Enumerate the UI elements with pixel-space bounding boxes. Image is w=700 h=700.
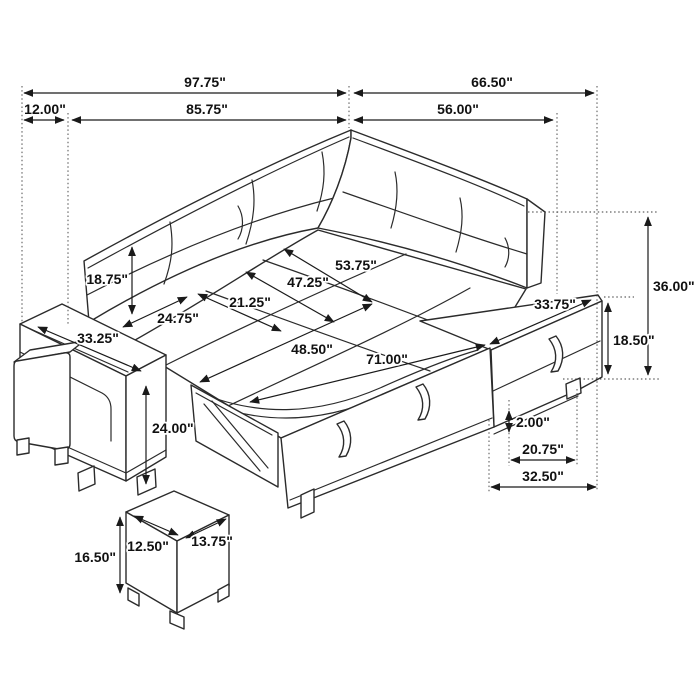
dim-chaise-base-width: 32.50" xyxy=(490,466,597,491)
backrest-right-piping xyxy=(352,137,525,207)
dim-line-armrest-length xyxy=(37,326,142,372)
tucked-ottoman-face xyxy=(13,352,71,451)
dim-label-chaise-depth: 56.00" xyxy=(437,101,479,117)
extension-lines xyxy=(21,86,660,492)
tucked-ottoman-leg-2 xyxy=(54,446,69,466)
backrest-right-face xyxy=(317,129,528,289)
backrest-right-endcap xyxy=(526,198,546,289)
dimension-annotations: 97.75" 66.50" 12.00" 85.75" 56.00" 18.75… xyxy=(22,72,696,594)
backrest-right xyxy=(317,129,546,289)
cube-ottoman-leg-2 xyxy=(169,610,185,630)
dim-line-chaise-seat-width xyxy=(489,299,592,345)
tucked-ottoman-leg-1 xyxy=(16,437,30,456)
backrest-left-wrinkle xyxy=(237,205,244,240)
dim-label-overall-width: 97.75" xyxy=(184,74,226,90)
dim-label-seat-width: 85.75" xyxy=(186,101,228,117)
dim-label-bed-width-b: 53.75" xyxy=(335,257,377,273)
backrest-left-midseam xyxy=(86,197,335,296)
dim-line-ottoman-depth xyxy=(185,518,227,539)
backrest-left-tuft-3 xyxy=(316,151,325,212)
arm-outer-contour xyxy=(19,351,112,442)
dim-line-bed-length-a xyxy=(199,303,373,383)
dim-line-ottoman-width xyxy=(133,515,179,536)
dim-label-arm-width: 12.00" xyxy=(24,101,66,117)
dim-label-seat-depth-a: 24.75" xyxy=(157,310,199,326)
dim-ottoman-width: 12.50" xyxy=(125,515,179,556)
backrest-right-tuft-1 xyxy=(390,171,398,229)
dim-line-seat-depth-a xyxy=(122,296,188,328)
dim-label-ottoman-width: 12.50" xyxy=(127,538,169,554)
dim-rail-height: 2.00" xyxy=(505,410,552,433)
dim-overall-depth: 66.50" xyxy=(353,72,595,97)
backrest-left-tuft-1 xyxy=(163,221,173,285)
dim-chaise-seat-width: 33.75" xyxy=(489,294,592,345)
dim-armrest-length: 33.25" xyxy=(37,326,142,372)
cube-ottoman xyxy=(125,490,230,630)
rail-strut-1 xyxy=(203,403,261,472)
dim-label-bed-length-a: 48.50" xyxy=(291,341,333,357)
dim-label-bed-length-b: 71.00" xyxy=(366,351,408,367)
dim-overall-height: 36.00" xyxy=(644,216,696,376)
chaise-face-seam xyxy=(492,340,601,392)
dim-label-ottoman-height: 16.50" xyxy=(74,549,116,565)
dim-chaise-depth: 56.00" xyxy=(353,99,554,124)
cube-ottoman-leg-3 xyxy=(217,583,230,603)
backrest-left-piping xyxy=(87,136,350,269)
dim-bed-length-b: 71.00" xyxy=(249,343,486,404)
bed-base-line xyxy=(289,417,493,501)
dim-bed-width-b: 53.75" xyxy=(283,248,379,303)
backrest-right-midseam xyxy=(342,191,528,255)
cube-ottoman-leg-1 xyxy=(127,587,140,607)
dim-line-bed-width-b xyxy=(283,248,373,303)
rail-frame xyxy=(190,384,279,488)
bed-foot xyxy=(300,488,315,519)
rail-inner-edge xyxy=(195,392,273,436)
dim-label-overall-height: 36.00" xyxy=(653,278,695,294)
dim-back-cushion-height: 18.75" xyxy=(85,246,136,315)
dim-arm-width: 12.00" xyxy=(22,99,68,124)
dim-label-seat-height: 18.50" xyxy=(613,332,655,348)
dim-line-bed-length-b xyxy=(249,343,486,404)
rail-strut-2 xyxy=(211,400,269,469)
pullout-rail xyxy=(190,384,279,488)
dim-label-rail-height: 2.00" xyxy=(516,414,550,430)
dim-ottoman-height: 16.50" xyxy=(73,516,124,594)
dim-seat-width: 85.75" xyxy=(71,99,347,124)
backrest-right-wrinkle xyxy=(504,237,510,268)
dim-label-overall-depth: 66.50" xyxy=(471,74,513,90)
dim-label-chaise-base-width: 32.50" xyxy=(522,468,564,484)
dim-seat-depth-a: 24.75" xyxy=(122,296,201,328)
backrest-left-tuft-2 xyxy=(245,179,255,245)
dim-seat-height: 18.50" xyxy=(604,302,656,375)
dim-label-ottoman-depth: 13.75" xyxy=(191,533,233,549)
arm-outer-leg xyxy=(77,465,96,492)
bed-handle-strap-1 xyxy=(336,420,352,458)
dim-overall-width: 97.75" xyxy=(23,72,347,97)
dim-label-armrest-length: 33.25" xyxy=(77,330,119,346)
dim-label-seat-depth-b: 21.25" xyxy=(229,294,271,310)
dim-label-chaise-seat-width: 33.75" xyxy=(534,296,576,312)
dim-label-back-cushion-height: 18.75" xyxy=(86,271,128,287)
dim-ottoman-depth: 13.75" xyxy=(185,518,235,551)
dim-arm-height: 24.00" xyxy=(142,385,195,485)
backrest-right-tuft-2 xyxy=(455,197,463,253)
dim-storage-width: 20.75" xyxy=(510,439,576,464)
dim-label-storage-width: 20.75" xyxy=(522,441,564,457)
dim-label-bed-width-a: 47.25" xyxy=(287,274,329,290)
dim-label-arm-height: 24.00" xyxy=(152,420,194,436)
backrest-left xyxy=(83,129,352,323)
